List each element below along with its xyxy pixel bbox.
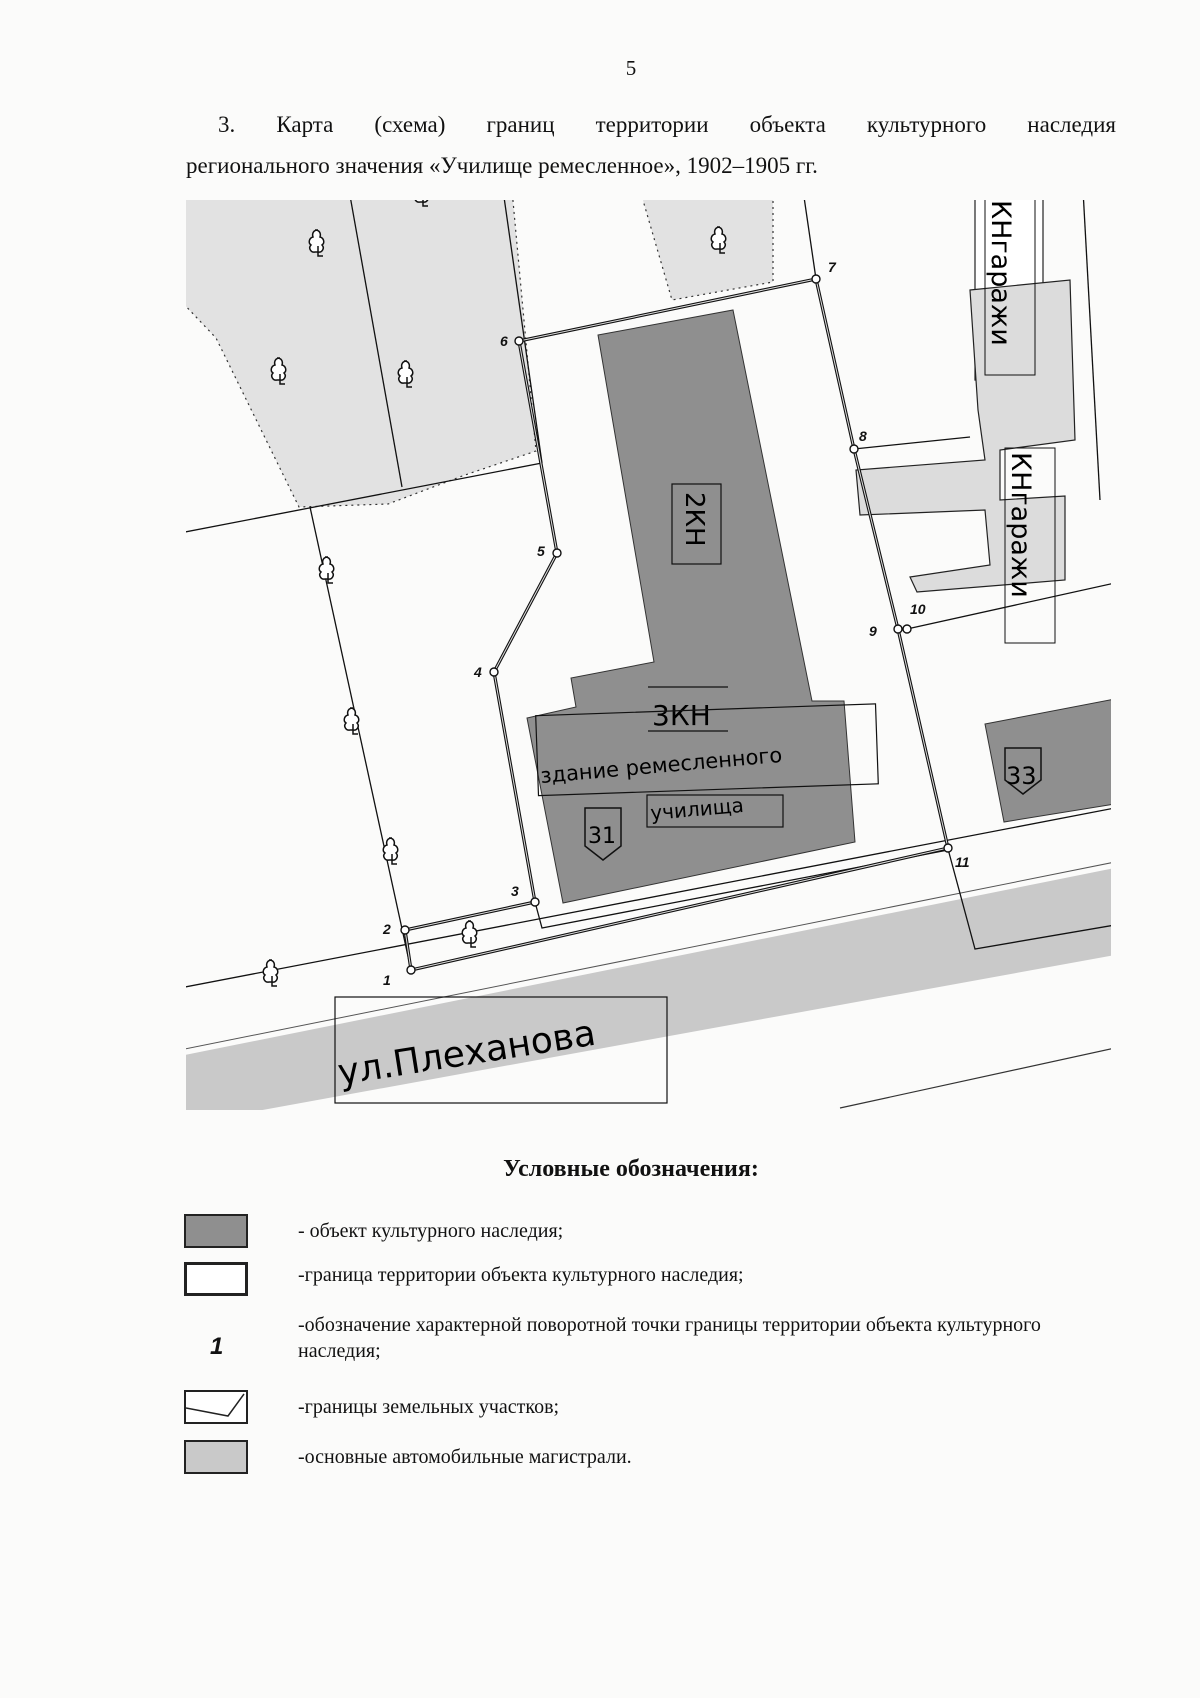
label-3kn: 3КН bbox=[652, 699, 711, 732]
legend-title: Условные обозначения: bbox=[503, 1156, 759, 1182]
badge-31: 31 bbox=[588, 824, 616, 849]
label-garage-1: КНгаражи bbox=[985, 200, 1016, 346]
legend-text: -основные автомобильные магистрали. bbox=[298, 1446, 632, 1468]
heritage-building-33 bbox=[984, 699, 1111, 823]
point-label: 3 bbox=[511, 883, 519, 899]
legend-text: -граница территории объекта культурного … bbox=[298, 1264, 744, 1286]
heading-line-1: 3. Карта (схема) границ территории объек… bbox=[218, 112, 1116, 137]
label-garage-2: КНгаражи bbox=[1005, 452, 1036, 598]
outline-swatch bbox=[184, 1262, 248, 1296]
badge-33: 33 bbox=[1006, 762, 1037, 790]
legend-text: -обозначение характерной поворотной точк… bbox=[298, 1314, 1041, 1362]
point-symbol: 1 bbox=[210, 1333, 224, 1360]
parcel-line-swatch bbox=[184, 1390, 248, 1424]
point-label: 5 bbox=[537, 543, 545, 559]
point-label: 9 bbox=[869, 623, 877, 639]
legend-text: -границы земельных участков; bbox=[298, 1396, 560, 1418]
label-2kn: 2КН bbox=[679, 492, 709, 547]
heading-line-2: регионального значения «Училище ремеслен… bbox=[186, 153, 818, 178]
tree-icon bbox=[413, 200, 430, 207]
heritage-building-2kn-3kn bbox=[526, 309, 856, 904]
garage bbox=[855, 279, 1076, 593]
point-label: 6 bbox=[500, 333, 508, 349]
turning-points bbox=[400, 274, 953, 975]
page-number: 5 bbox=[625, 56, 637, 80]
tree-icon bbox=[382, 837, 399, 865]
point-label: 11 bbox=[955, 854, 970, 870]
point-label: 10 bbox=[910, 601, 926, 617]
dark-gray-swatch bbox=[184, 1214, 248, 1248]
green-zone bbox=[186, 200, 537, 508]
point-label: 2 bbox=[382, 921, 391, 937]
tree-icon bbox=[343, 707, 360, 735]
point-label: 4 bbox=[473, 664, 482, 680]
green-zone bbox=[642, 200, 774, 301]
point-label: 7 bbox=[828, 259, 837, 275]
tree-icon bbox=[461, 920, 478, 948]
road bbox=[186, 868, 1111, 1110]
tree-icon bbox=[262, 959, 279, 987]
section-heading: 3. Карта (схема) границ территории объек… bbox=[186, 104, 1116, 186]
legend-text: - объект культурного наследия; bbox=[298, 1220, 564, 1242]
point-label: 1 bbox=[383, 972, 391, 988]
parcel-lines bbox=[186, 200, 1111, 988]
light-gray-swatch bbox=[184, 1440, 248, 1474]
point-label: 8 bbox=[859, 428, 867, 444]
